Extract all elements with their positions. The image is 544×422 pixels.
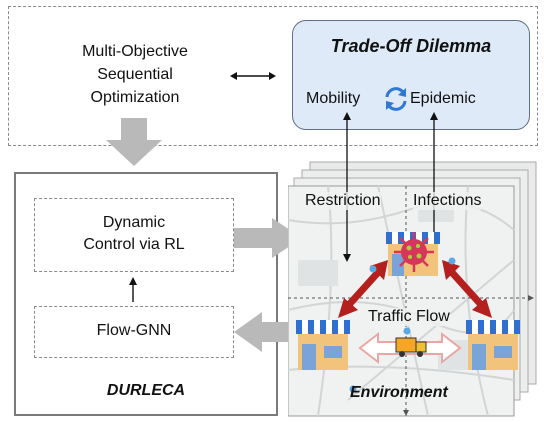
up-arrow: [129, 277, 137, 302]
bidirectional-arrow: [230, 72, 276, 80]
location-dot: [349, 385, 357, 393]
location-dot: [448, 257, 456, 265]
durleca-panel: [14, 172, 278, 416]
left-arrow: [234, 312, 292, 352]
location-dot: [369, 265, 377, 273]
flow-gnn-box: [34, 306, 234, 358]
dynamic-control-label: Dynamic Control via RL: [83, 214, 185, 253]
red-flow-arrows: [338, 260, 492, 318]
right-shop-icon: [466, 320, 520, 370]
trade-off-dilemma-box: [292, 20, 530, 130]
dilemma-title: Trade-Off Dilemma: [330, 36, 492, 56]
mobility-label: Mobility: [306, 90, 361, 107]
virus-icon: [394, 232, 434, 272]
restriction-label: Restriction: [305, 192, 381, 210]
dynamic-control-box: [34, 198, 234, 272]
environment-label: Environment: [350, 384, 448, 401]
cycle-icon: [385, 87, 407, 111]
restriction-arrow: [343, 112, 351, 262]
infections-label: Infections: [413, 192, 482, 210]
top-panel: [8, 6, 538, 146]
left-shop-icon: [296, 320, 350, 370]
durleca-label: DURLECA: [106, 382, 186, 399]
location-dot: [403, 327, 411, 335]
traffic-flow-label: Traffic Flow: [368, 308, 450, 326]
down-arrow: [106, 118, 162, 166]
optimization-label: Multi-Objective Sequential Optimization: [82, 43, 188, 106]
flow-gnn-label: Flow-GNN: [96, 322, 172, 339]
truck-icon: [395, 337, 427, 357]
epidemic-label: Epidemic: [410, 90, 476, 107]
right-arrow: [234, 218, 302, 258]
